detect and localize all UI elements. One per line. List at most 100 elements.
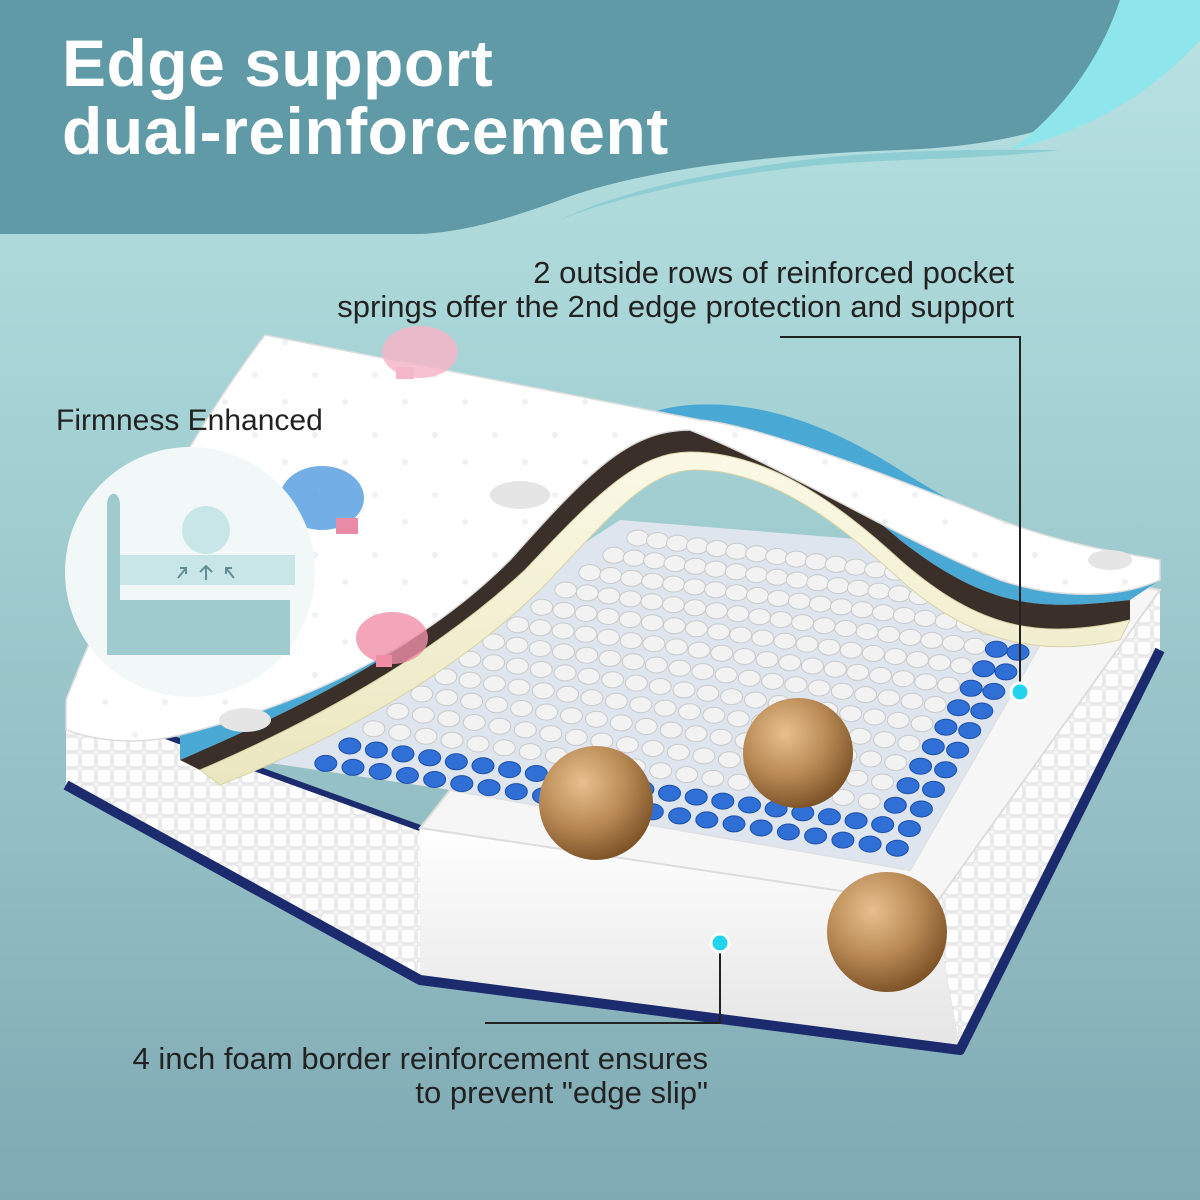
edge-spring (844, 812, 868, 830)
edge-spring (395, 767, 419, 784)
pocket-spring (804, 553, 828, 571)
pocket-spring (596, 608, 620, 625)
pocket-spring (598, 649, 622, 667)
pocket-spring (801, 657, 824, 675)
pocket-spring (626, 529, 650, 547)
pocket-spring (869, 667, 892, 684)
pocket-spring (963, 637, 987, 655)
pocket-spring (649, 762, 673, 780)
pocket-spring (599, 567, 623, 584)
pocket-spring (505, 657, 529, 675)
pocket-spring (906, 651, 929, 669)
header-wave-light (1010, 0, 1200, 150)
pocket-spring (877, 626, 901, 643)
pocket-spring (624, 674, 648, 692)
pocket-spring (745, 545, 769, 563)
edge-spring (711, 792, 735, 810)
edge-spring (668, 807, 692, 825)
pocket-spring (577, 667, 601, 685)
edge-spring (477, 779, 501, 797)
pocket-spring (615, 736, 639, 754)
pocket-spring (683, 557, 707, 575)
pocket-spring (485, 696, 509, 714)
pocket-spring (807, 679, 831, 697)
pocket-spring (696, 684, 720, 702)
edge-spring (314, 754, 338, 772)
pocket-spring (641, 740, 665, 757)
pocket-spring (701, 769, 725, 787)
pocket-spring (806, 574, 830, 592)
edge-spring (776, 823, 800, 841)
pocket-spring (941, 634, 965, 652)
pocket-spring (746, 587, 769, 604)
balloon-decor-2 (280, 466, 364, 534)
mattress-side-left (66, 700, 420, 980)
pocket-spring (440, 731, 464, 749)
edge-spring (883, 796, 907, 814)
pocket-spring (575, 584, 599, 602)
edge-spring (831, 831, 855, 849)
pocket-spring (920, 631, 944, 649)
edge-spring (498, 761, 522, 779)
pocket-spring (552, 601, 576, 619)
pocket-spring (556, 685, 580, 703)
pocket-spring (507, 678, 531, 696)
edge-spring (524, 765, 548, 782)
pocket-spring (727, 773, 751, 791)
pocket-spring (482, 654, 506, 672)
header-banner (0, 0, 1200, 234)
pocket-spring (898, 628, 922, 646)
pocket-spring (857, 792, 881, 810)
edge-spring (947, 699, 970, 717)
pocket-spring (765, 568, 789, 586)
pocket-spring (462, 714, 486, 731)
pocket-spring (642, 635, 666, 653)
pocket-spring (678, 703, 701, 721)
edge-spring (934, 761, 958, 779)
pocket-spring (795, 635, 819, 653)
pocket-spring (675, 766, 699, 784)
pocket-spring (733, 648, 756, 665)
pocket-spring (411, 706, 435, 724)
pocket-spring (663, 555, 687, 573)
pocket-spring (618, 611, 642, 629)
pocket-spring (554, 581, 578, 599)
pocket-spring (553, 664, 577, 682)
pocket-spring (871, 773, 894, 791)
pocket-spring (886, 711, 910, 729)
pocket-spring (685, 537, 709, 555)
pocket-spring (910, 715, 934, 733)
pocket-spring (604, 692, 628, 710)
pocket-spring (883, 648, 907, 665)
pocket-spring (923, 696, 947, 713)
pocket-spring (704, 560, 728, 578)
edge-spring (897, 820, 921, 838)
pocket-spring (672, 681, 696, 699)
pocket-spring (850, 601, 874, 619)
marker-spring-edge (1009, 681, 1031, 703)
firmness-label: Firmness Enhanced (56, 404, 323, 437)
pocket-spring (887, 585, 911, 603)
edge-spring (471, 757, 495, 775)
pocket-spring (717, 751, 741, 769)
pocket-spring (513, 721, 537, 739)
pocket-spring (743, 691, 767, 709)
edge-spring (364, 741, 388, 759)
pocket-spring (434, 668, 458, 686)
pocket-spring (848, 727, 872, 745)
edge-spring (934, 718, 958, 736)
callout-line-top (780, 336, 1021, 690)
pocket-spring (665, 534, 689, 552)
pocket-spring (458, 650, 482, 668)
page-title-line2: dual-reinforcement (62, 94, 669, 168)
edge-spring (970, 702, 994, 720)
edge-spring (504, 783, 528, 801)
pocket-spring (687, 641, 711, 659)
pocket-spring (928, 654, 952, 672)
pocket-spring (528, 640, 552, 658)
pocket-spring (729, 626, 753, 644)
edge-spring (658, 784, 681, 802)
edge-spring (871, 816, 895, 834)
edge-spring (423, 771, 447, 788)
